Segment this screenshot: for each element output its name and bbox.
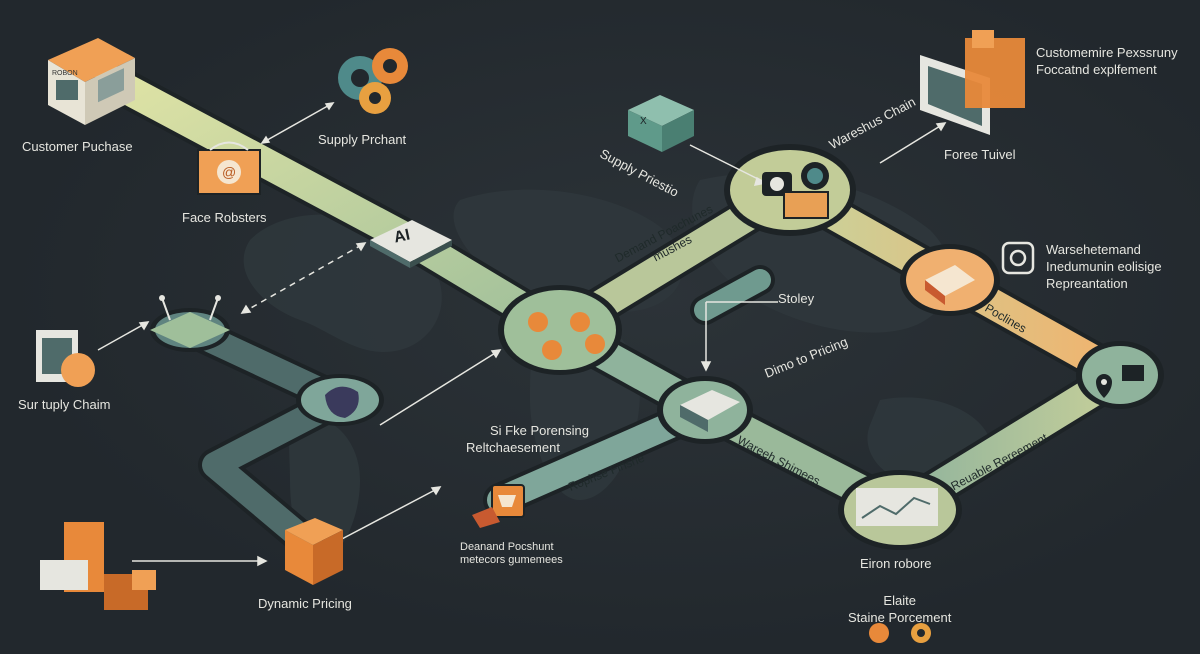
label-warehouse-demand-line3: Repreantation (1046, 276, 1128, 291)
svg-text:@: @ (222, 164, 236, 180)
label-forces-tuivel: Foree Tuivel (944, 147, 1016, 162)
label-elaite-line1: Elaite (883, 593, 916, 608)
label-demand-pocshunt: Deanand Pocshunt metecors gumemees (460, 541, 563, 567)
label-elaite-line2: Staine Porcement (848, 610, 952, 625)
email-at-icon: @ (197, 141, 261, 195)
ai-chip-icon (370, 220, 452, 268)
label-surtuply-chaim: Sur tuply Chaim (18, 397, 111, 412)
location-pin-icon (1096, 365, 1144, 398)
label-demand-pocshunt-line2: metecors gumemees (460, 554, 563, 566)
package-open-icon (925, 265, 975, 305)
connector-arrows (97, 102, 947, 567)
boxes-stack-icon (40, 522, 156, 610)
ai-badge-text: AI (392, 226, 412, 247)
monitor-icon (920, 30, 1025, 135)
storefront-icon: ROBON (48, 38, 135, 125)
label-warehouse-demand-line2: Inedumunin eolisige (1046, 259, 1162, 274)
label-eiron-robore: Eiron robore (860, 556, 932, 571)
label-customer-top-right-line1: Customemire Pexssruny (1036, 45, 1178, 60)
gem-icon (325, 386, 359, 418)
label-stoley: Stoley (778, 291, 815, 306)
gears-cluster-icon (528, 312, 605, 360)
label-sifke: Si Fke Porensing Reltchaesement (466, 422, 589, 456)
label-demand-pocshunt-line1: Deanand Pocshunt (460, 541, 554, 553)
label-customer-top-right-line2: Foccatnd explfement (1036, 62, 1157, 77)
document-icon (36, 330, 95, 387)
label-supply-prchant: Supply Prchant (318, 132, 407, 147)
label-elaite: Elaite Staine Porcement (848, 592, 951, 626)
router-icon (150, 295, 230, 348)
label-dynamic-pricing: Dynamic Pricing (258, 596, 352, 611)
label-warehouse-demand: Warsehetemand Inedumunin eolisige Reprea… (1046, 241, 1162, 292)
laptop-chart-icon (856, 488, 938, 526)
label-sifke-line1: Si Fke Porensing (490, 423, 589, 438)
svg-text:X: X (640, 116, 647, 127)
label-face-robsters: Face Robsters (182, 210, 267, 225)
label-customer-top-right: Customemire Pexssruny Foccatnd explfemen… (1036, 44, 1178, 78)
server-icon (680, 390, 740, 432)
bottom-badge-icons (869, 623, 931, 643)
instagram-icon (1001, 241, 1035, 275)
gears-icon (338, 48, 408, 114)
label-customer-purchase: Customer Puchase (22, 139, 133, 154)
label-warehouse-demand-line1: Warsehetemand (1046, 242, 1141, 257)
package-icon (285, 518, 343, 585)
storefront-sign: ROBON (52, 70, 78, 77)
crates-icon: X (628, 95, 694, 152)
cart-icon (472, 484, 525, 528)
label-sifke-line2: Reltchaesement (466, 440, 560, 455)
camera-icon (762, 162, 829, 219)
